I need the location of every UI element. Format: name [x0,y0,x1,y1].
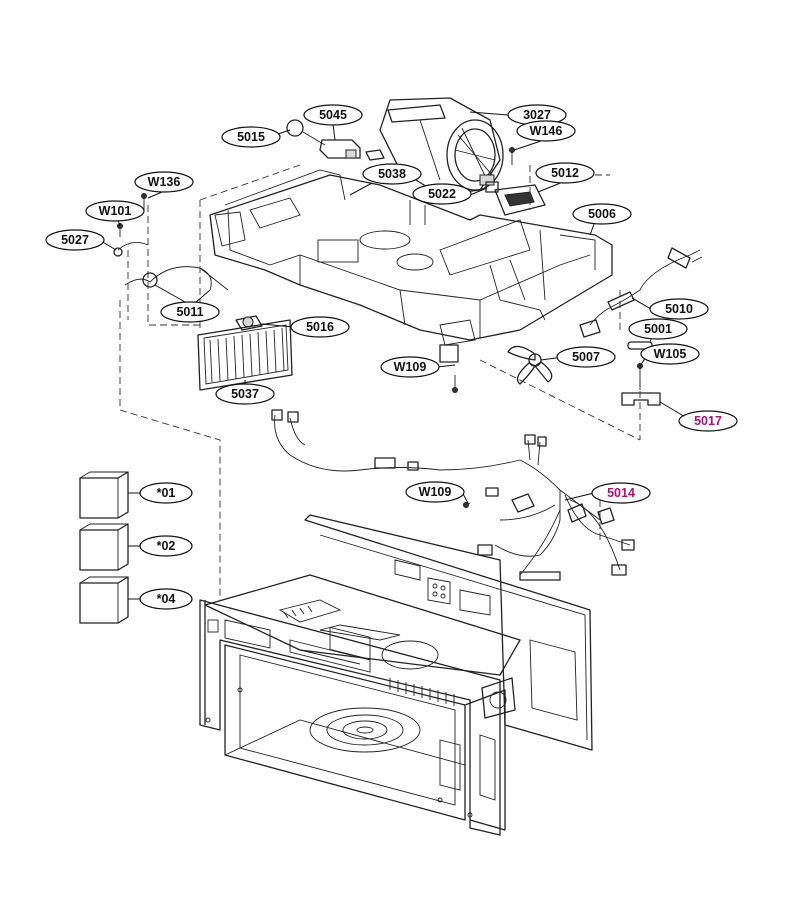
callout-5045[interactable]: 5045 [303,104,363,126]
callout-3027-label: 3027 [523,108,551,122]
grease-filter-5037 [197,319,293,391]
callout-5017-label: 5017 [694,414,722,428]
callout-5011[interactable]: 5011 [160,301,220,323]
callout-5015-label: 5015 [237,130,265,144]
callout-w109-harness-label: W109 [419,485,452,499]
bracket-5017 [621,363,661,406]
callout-w109-harness[interactable]: W109 [405,481,465,503]
callout-01-label: *01 [157,486,176,500]
callout-w146-label: W146 [530,124,563,138]
callout-w101-label: W101 [99,204,132,218]
callout-w101[interactable]: W101 [85,200,145,222]
callout-5014-label: 5014 [607,486,635,500]
callout-5022-label: 5022 [428,187,456,201]
callout-5038[interactable]: 5038 [362,163,422,185]
callout-5016-label: 5016 [306,320,334,334]
callout-5011-label: 5011 [176,305,203,319]
callout-5016[interactable]: 5016 [290,316,350,338]
screw-w109-top [439,344,459,393]
callout-5007-label: 5007 [572,350,600,364]
callout-5045-label: 5045 [319,108,347,122]
thermostat-5016 [235,315,263,331]
callout-5001-label: 5001 [644,322,672,336]
small-parts-top [113,119,546,257]
callout-5006-label: 5006 [588,207,616,221]
carton-boxes [79,471,129,624]
callout-01[interactable]: *01 [139,482,193,504]
callout-5006[interactable]: 5006 [572,203,632,225]
thermostat-wiring-5011 [124,266,229,291]
callout-w136-label: W136 [148,175,181,189]
callout-5010-label: 5010 [665,302,693,316]
callout-w105-label: W105 [654,347,687,361]
blower-motor-3027 [379,97,504,196]
callout-5012-label: 5012 [551,166,579,180]
callout-w109-top[interactable]: W109 [380,356,440,378]
callout-5037[interactable]: 5037 [215,383,275,405]
callout-04[interactable]: *04 [139,588,193,610]
wire-harness-5014 [271,409,635,581]
callout-5007[interactable]: 5007 [556,346,616,368]
callout-5022[interactable]: 5022 [412,183,472,205]
callout-5017[interactable]: 5017 [678,410,738,432]
callout-5015[interactable]: 5015 [221,126,281,148]
callout-5014[interactable]: 5014 [591,482,651,504]
callout-04-label: *04 [157,592,176,606]
callout-02-label: *02 [157,539,176,553]
callout-5038-label: 5038 [378,167,406,181]
callout-w105[interactable]: W105 [640,343,700,365]
callout-3027[interactable]: 3027 [507,104,567,126]
callout-5010[interactable]: 5010 [649,298,709,320]
sensor-5001 [627,341,653,350]
power-cord-5010 [579,247,703,338]
callout-w146[interactable]: W146 [516,120,576,142]
oven-chassis [199,514,593,836]
assembly-guide-lines [119,164,641,600]
callout-w109-top-label: W109 [394,360,427,374]
callout-w136[interactable]: W136 [134,171,194,193]
callout-02[interactable]: *02 [139,535,193,557]
callout-5001[interactable]: 5001 [628,318,688,340]
top-base-plate-5006 [209,169,613,346]
fan-blade-5007 [507,345,553,385]
callouts: 3027 5045 5015 W146 W136 5038 5012 W101 … [45,104,738,610]
callout-5027[interactable]: 5027 [45,229,105,251]
callout-5012[interactable]: 5012 [535,162,595,184]
callout-5027-label: 5027 [61,233,89,247]
callout-5037-label: 5037 [231,387,259,401]
